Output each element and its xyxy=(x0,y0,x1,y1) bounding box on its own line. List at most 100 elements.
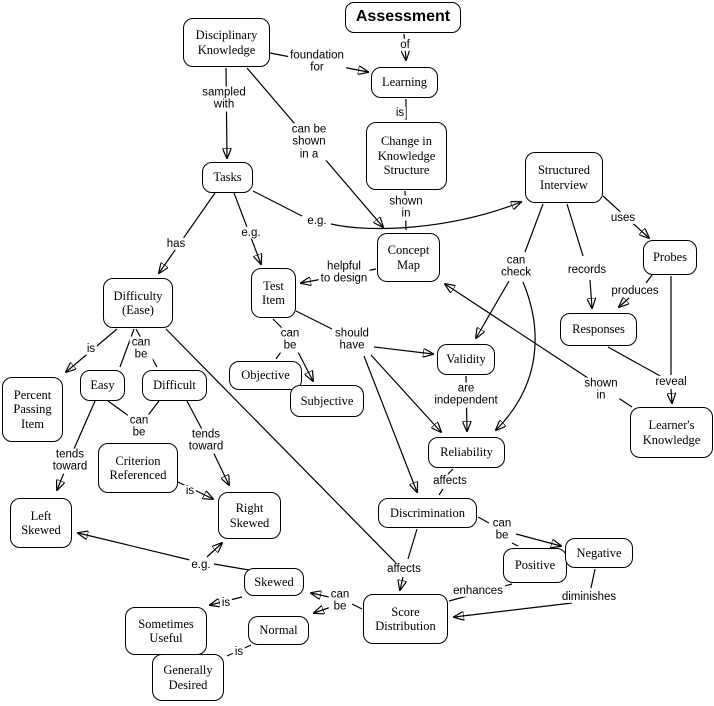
link-label-of[interactable]: of xyxy=(398,38,412,52)
link-label-tends-toward-left[interactable]: tends toward xyxy=(50,448,90,474)
node-label: Structured Interview xyxy=(537,163,591,192)
node-change-in-knowledge-structure[interactable]: Change in Knowledge Structure xyxy=(366,122,447,190)
link-label-produces[interactable]: produces xyxy=(609,284,661,298)
node-label: Normal xyxy=(259,623,298,638)
node-label: Subjective xyxy=(300,393,354,408)
link-label-are-independent[interactable]: are independent xyxy=(432,382,500,408)
node-concept-map[interactable]: Concept Map xyxy=(377,233,440,282)
node-discrimination[interactable]: Discrimination xyxy=(378,498,477,528)
node-normal[interactable]: Normal xyxy=(248,616,309,645)
edge-affects-discrimination-b xyxy=(438,488,444,496)
node-reliability[interactable]: Reliability xyxy=(428,437,505,468)
link-label-is-sometimes-useful[interactable]: is xyxy=(219,596,233,610)
edge-cancheck-reliability xyxy=(496,281,536,430)
node-probes[interactable]: Probes xyxy=(643,240,697,275)
edge-eg-rightskewed xyxy=(206,543,222,558)
node-validity[interactable]: Validity xyxy=(437,344,495,375)
node-label: Generally Desired xyxy=(163,663,213,692)
node-generally-desired[interactable]: Generally Desired xyxy=(152,654,224,701)
node-right-skewed[interactable]: Right Skewed xyxy=(218,492,281,539)
link-label-eg-testitem[interactable]: e.g. xyxy=(239,226,263,240)
edge-sd-canbe xyxy=(351,603,363,610)
link-label-can-be-objective[interactable]: can be xyxy=(278,327,302,353)
edge-difficulty-canbe-easy xyxy=(119,328,135,368)
node-assessment[interactable]: Assessment xyxy=(345,2,461,33)
node-criterion-referenced[interactable]: Criterion Referenced xyxy=(98,443,178,493)
node-difficulty-ease[interactable]: Difficulty (Ease) xyxy=(103,278,173,328)
node-negative[interactable]: Negative xyxy=(565,538,633,568)
link-label-tends-toward-right[interactable]: tends toward xyxy=(186,428,226,454)
link-label-affects-score[interactable]: affects xyxy=(385,562,423,576)
link-label-eg-skewed[interactable]: e.g. xyxy=(189,558,213,572)
node-label: Skewed xyxy=(254,574,294,589)
node-disciplinary-knowledge[interactable]: Disciplinary Knowledge xyxy=(183,18,270,67)
edge-canbe-negative xyxy=(515,533,561,546)
link-label-diminishes[interactable]: diminishes xyxy=(559,590,619,604)
node-label: Easy xyxy=(90,378,115,393)
node-score-distribution[interactable]: Score Distribution xyxy=(363,594,448,644)
node-label: Probes xyxy=(652,250,688,265)
node-label: Score Distribution xyxy=(375,604,436,633)
edge-responses-reveal xyxy=(607,346,663,378)
link-label-is-learning[interactable]: is xyxy=(393,106,407,120)
link-label-sampled-with[interactable]: sampled with xyxy=(200,86,248,112)
edge-produces-responses xyxy=(619,298,629,307)
link-label-is-generally-desired[interactable]: is xyxy=(232,645,246,659)
node-percent-passing-item[interactable]: Percent Passing Item xyxy=(2,377,63,442)
node-objective[interactable]: Objective xyxy=(229,361,302,390)
link-label-should-have[interactable]: should have xyxy=(333,327,371,353)
node-left-skewed[interactable]: Left Skewed xyxy=(10,498,72,548)
node-label: Responses xyxy=(572,322,625,337)
link-label-can-be-shown-in-a[interactable]: can be shown in a xyxy=(289,123,329,161)
node-test-item[interactable]: Test Item xyxy=(251,268,296,318)
link-label-is-right-skewed[interactable]: is xyxy=(183,484,197,498)
link-label-uses[interactable]: uses xyxy=(608,211,638,225)
node-label: Learner's Knowledge xyxy=(642,418,701,447)
link-label-records[interactable]: records xyxy=(565,263,609,277)
link-label-can-be-skewed-normal[interactable]: can be xyxy=(328,588,352,614)
node-responses[interactable]: Responses xyxy=(560,313,637,346)
node-label: Criterion Referenced xyxy=(109,453,167,482)
node-tasks[interactable]: Tasks xyxy=(202,162,253,193)
link-label-is-percent-passing[interactable]: is xyxy=(84,342,98,356)
edge-eg-structuredinterview xyxy=(330,202,521,230)
link-label-reveal[interactable]: reveal xyxy=(653,375,689,389)
link-label-can-be-easy-difficult[interactable]: can be xyxy=(129,336,153,362)
link-label-shown-in-learners[interactable]: shown in xyxy=(582,377,620,403)
link-label-can-be-criterion[interactable]: can be xyxy=(127,414,151,440)
link-label-enhances[interactable]: enhances xyxy=(451,584,505,598)
link-label-can-be-positive-negative[interactable]: can be xyxy=(490,517,514,543)
node-label: Reliability xyxy=(440,445,493,460)
node-label: Percent Passing Item xyxy=(13,387,52,431)
node-learners-knowledge[interactable]: Learner's Knowledge xyxy=(630,407,713,458)
link-label-helpful-to-design[interactable]: helpful to design xyxy=(318,260,370,286)
node-learning[interactable]: Learning xyxy=(371,67,438,98)
node-sometimes-useful[interactable]: Sometimes Useful xyxy=(125,607,207,655)
link-label-has[interactable]: has xyxy=(164,237,188,251)
node-structured-interview[interactable]: Structured Interview xyxy=(525,152,603,203)
edge-canbe-skewed xyxy=(311,593,330,597)
node-label: Change in Knowledge Structure xyxy=(377,134,436,178)
link-label-affects-discrimination[interactable]: affects xyxy=(431,474,469,488)
link-label-foundation-for[interactable]: foundation for xyxy=(288,49,346,75)
edge-discrimination-affects xyxy=(407,528,418,560)
edge-negative-diminishes xyxy=(590,568,596,589)
edge-dk-sampledwith-tasks xyxy=(226,67,227,158)
edge-shouldhave-reliability xyxy=(370,354,441,432)
node-label: Assessment xyxy=(355,8,451,26)
edge-cancheck-validity xyxy=(476,280,510,338)
link-label-shown-in-conceptmap[interactable]: shown in xyxy=(387,195,425,221)
link-label-can-check[interactable]: can check xyxy=(498,254,534,280)
node-skewed[interactable]: Skewed xyxy=(244,568,304,596)
node-label: Test Item xyxy=(262,278,285,307)
node-label: Concept Map xyxy=(387,243,430,272)
link-label-eg-interview[interactable]: e.g. xyxy=(305,214,329,228)
node-label: Difficult xyxy=(153,378,196,393)
node-easy[interactable]: Easy xyxy=(80,370,125,401)
node-label: Sometimes Useful xyxy=(138,616,194,645)
node-positive[interactable]: Positive xyxy=(503,548,567,583)
edge-records-responses xyxy=(590,279,592,308)
node-difficult[interactable]: Difficult xyxy=(142,370,207,401)
node-subjective[interactable]: Subjective xyxy=(290,385,364,417)
edge-shouldhave-discrimination xyxy=(363,355,417,492)
